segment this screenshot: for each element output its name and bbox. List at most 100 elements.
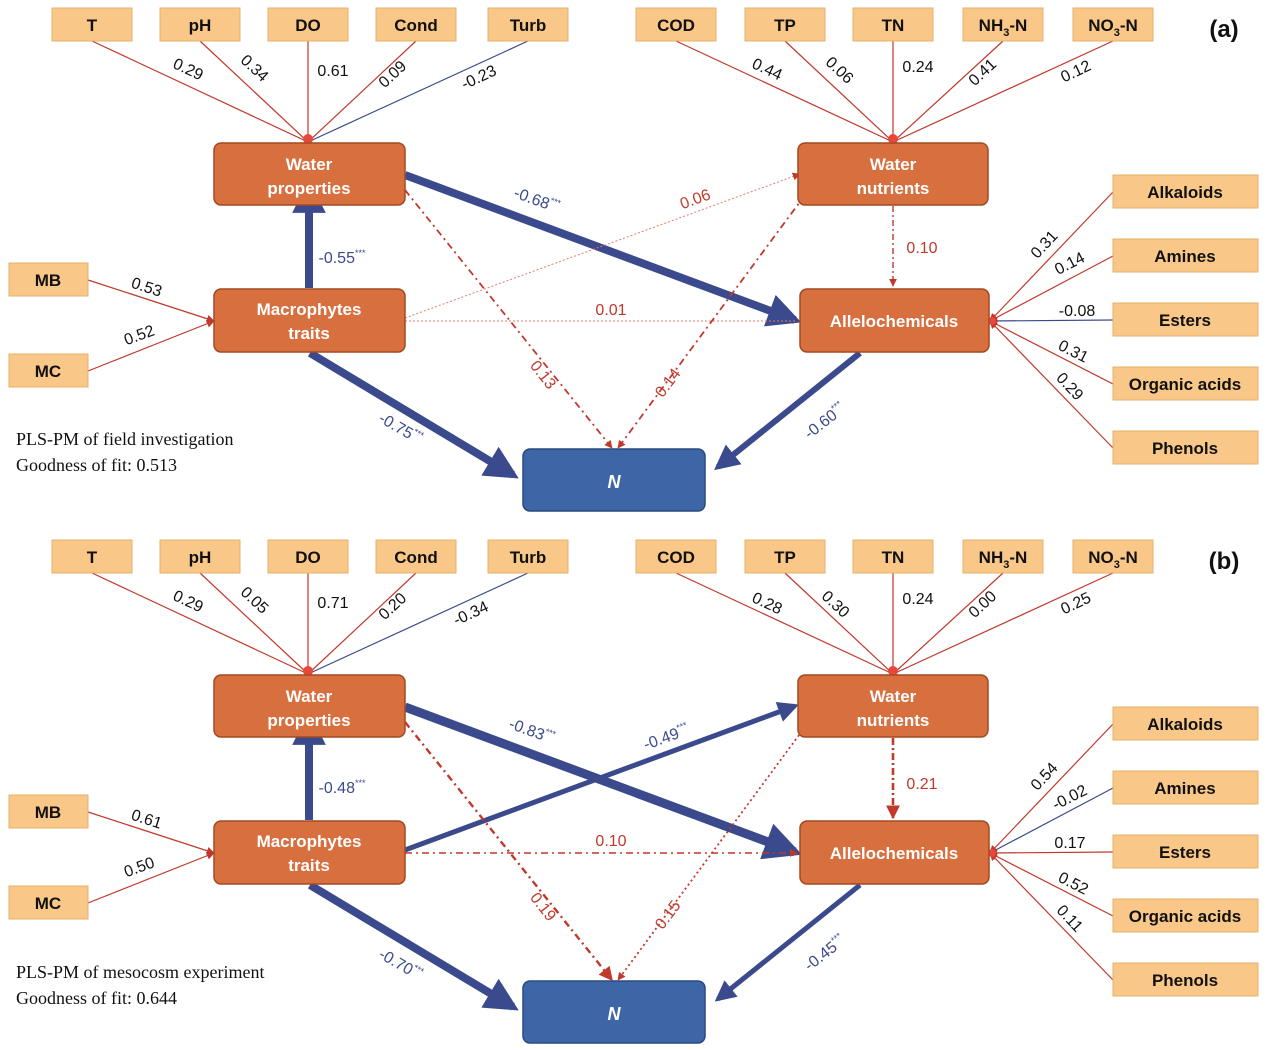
indicator-box-Alkaloids: Alkaloids [1112,174,1259,209]
svg-text:0.10: 0.10 [595,833,626,850]
panel-b-note-line1: PLS-PM of mesocosm experiment [16,962,264,982]
path-a-al-n [714,350,862,471]
path-b-al-n [714,883,862,1002]
svg-text:-0.68***: -0.68*** [512,183,563,217]
svg-text:Phenols: Phenols [1152,439,1218,458]
svg-text:Water: Water [870,687,917,706]
panel-b-al-indicators: Alkaloids Amines Esters Organic acids Ph… [1112,706,1259,997]
indicator-box-NO3-N: NO3-N [1072,539,1154,574]
svg-text:Amines: Amines [1154,247,1215,266]
indicator-box-NO3-N: NO3-N [1072,7,1154,42]
svg-text:0.14: 0.14 [1052,249,1088,278]
svg-text:Macrophytes: Macrophytes [257,832,362,851]
svg-text:0.15: 0.15 [652,898,684,933]
latent-water-nutrients: Water nutrients [797,674,989,738]
path-a-mt-n [307,349,519,479]
svg-text:0.17: 0.17 [1054,835,1085,852]
latent-water-nutrients: Water nutrients [797,142,989,206]
svg-text:Macrophytes: Macrophytes [257,300,362,319]
svg-text:0.53: 0.53 [129,275,164,301]
svg-text:MB: MB [35,271,61,290]
svg-text:Alkaloids: Alkaloids [1147,715,1223,734]
svg-text:0.12: 0.12 [1058,58,1093,87]
svg-text:N: N [608,1004,622,1024]
svg-text:NH3-N: NH3-N [979,548,1028,571]
path-b-mt-n [307,881,519,1011]
panel-b-note-line2: Goodness of fit: 0.644 [16,988,177,1008]
svg-text:-0.02: -0.02 [1050,782,1090,814]
svg-text:Cond: Cond [394,548,437,567]
svg-text:-0.60***: -0.60*** [800,398,849,442]
panel-a: T pH DO Cond Turb COD TP TN NH3-N NO3-N … [8,7,1259,512]
panel-b-letter: (b) [1209,548,1240,575]
indicator-box-Amines: Amines [1112,770,1259,805]
svg-text:T: T [87,548,98,567]
panel-b-wn-indicators: COD TP TN NH3-N NO3-N [635,539,1154,574]
svg-text:-0.34: -0.34 [451,598,491,629]
panel-a-letter: (a) [1209,16,1238,43]
indicator-box-Turb: Turb [487,7,569,42]
panel-a-note-line2: Goodness of fit: 0.513 [16,455,177,475]
path-a-wp-n [404,189,613,449]
svg-text:0.20: 0.20 [376,590,410,624]
indicator-box-Amines: Amines [1112,238,1259,273]
svg-text:-0.23: -0.23 [459,62,499,93]
svg-text:Allelochemicals: Allelochemicals [830,312,959,331]
svg-text:0.61: 0.61 [317,63,348,80]
svg-text:0.00: 0.00 [966,588,1000,622]
svg-text:0.24: 0.24 [902,591,933,608]
indicator-box-Turb: Turb [487,539,569,574]
svg-text:NH3-N: NH3-N [979,16,1028,39]
latent-water-properties: Water properties [213,674,406,738]
indicator-box-DO: DO [267,7,349,42]
svg-text:0.06: 0.06 [678,186,713,213]
svg-text:nutrients: nutrients [857,179,930,198]
panel-a-mt-loading-lines [87,279,215,372]
svg-text:0.19: 0.19 [526,890,559,925]
svg-text:Esters: Esters [1159,311,1211,330]
panel-b-wn-loading-lines [675,572,1114,676]
svg-text:TP: TP [774,16,796,35]
svg-text:-0.55***: -0.55*** [319,248,366,267]
svg-text:TP: TP [774,548,796,567]
indicator-box-COD: COD [635,539,717,574]
svg-text:properties: properties [267,711,350,730]
indicator-box-MB: MB [8,262,89,297]
indicator-box-T: T [51,539,133,574]
svg-text:Amines: Amines [1154,779,1215,798]
latent-macrophytes-traits: Macrophytes traits [213,820,406,885]
svg-text:Organic acids: Organic acids [1129,907,1241,926]
indicator-box-Cond: Cond [375,539,457,574]
indicator-box-TP: TP [744,7,826,42]
svg-text:COD: COD [657,16,695,35]
indicator-box-Phenols: Phenols [1112,430,1259,465]
svg-text:Cond: Cond [394,16,437,35]
indicator-box-TN: TN [852,7,934,42]
panel-b: T pH DO Cond Turb COD TP TN NH3-N NO3-N … [8,539,1259,1044]
indicator-box-Esters: Esters [1112,302,1259,337]
svg-text:0.25: 0.25 [1058,590,1093,619]
svg-text:traits: traits [288,324,330,343]
indicator-box-Cond: Cond [375,7,457,42]
path-a-wn-n [617,194,806,449]
panel-a-wn-loading-lines [675,40,1114,144]
svg-text:MC: MC [35,894,61,913]
path-b-mt-wn [404,701,799,853]
svg-text:Allelochemicals: Allelochemicals [830,844,959,863]
svg-text:properties: properties [267,179,350,198]
svg-text:traits: traits [288,856,330,875]
indicator-box-MC: MC [8,885,89,920]
svg-text:T: T [87,16,98,35]
indicator-box-Organic-acids: Organic acids [1112,366,1259,401]
svg-text:N: N [608,472,622,492]
panel-a-mt-indicators: MB MC [8,262,89,388]
svg-text:DO: DO [295,16,321,35]
svg-text:0.10: 0.10 [906,240,937,257]
panel-a-wn-indicators: COD TP TN NH3-N NO3-N [635,7,1154,42]
panel-b-wp-indicators: T pH DO Cond Turb [51,539,569,574]
svg-text:0.52: 0.52 [1055,869,1091,898]
panel-a-structural-paths [292,171,897,479]
svg-text:Esters: Esters [1159,843,1211,862]
indicator-box-MC: MC [8,353,89,388]
